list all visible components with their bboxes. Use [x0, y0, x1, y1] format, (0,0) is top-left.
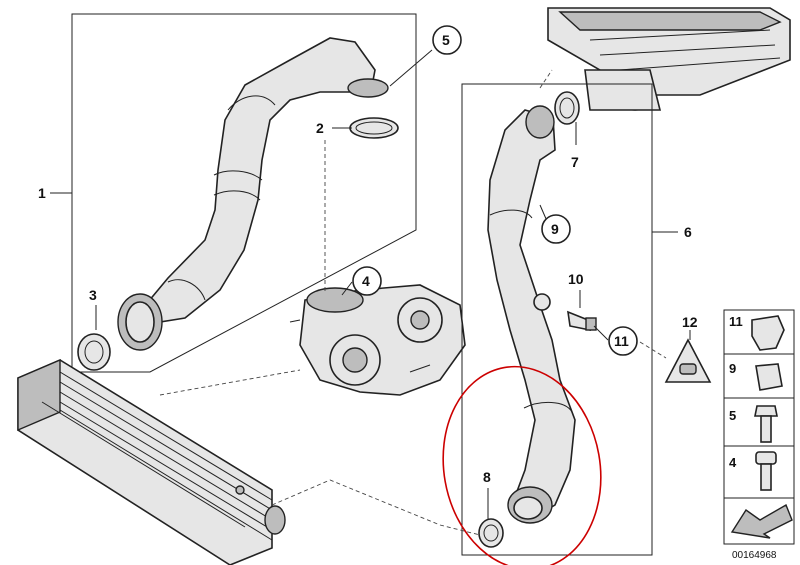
callout-8: 8: [483, 469, 491, 485]
legend-label-2: 5: [729, 408, 736, 423]
document-number: 00164968: [732, 550, 777, 561]
highlight-ellipse: [442, 365, 602, 565]
callout-6: 6: [684, 224, 692, 240]
charge-hose-1: [117, 37, 389, 351]
group-frame-1: [71, 13, 417, 373]
callout-10: 10: [568, 271, 584, 287]
hardware-legend: 11 9 5 4: [723, 309, 795, 545]
intercooler: [17, 358, 286, 565]
warning-label-12: [664, 338, 712, 383]
callouts: 1 2 3 5 4 6 7 9 10 11 12 8: [38, 25, 698, 485]
group-frame-6: [461, 83, 653, 556]
callout-4: 4: [362, 273, 370, 289]
seal-ring-8: [478, 518, 504, 548]
callout-7: 7: [571, 154, 579, 170]
clip-11-icon: [751, 315, 785, 351]
leader-lines: [50, 49, 691, 520]
legend-label-0: 11: [729, 314, 743, 329]
bolt-5-icon: [754, 405, 778, 443]
charge-hose-9: [487, 105, 576, 524]
clip-nut-9-icon: [755, 363, 783, 391]
sensor-10: [567, 310, 597, 332]
sensor-boss: [533, 293, 551, 311]
callout-2: 2: [316, 120, 324, 136]
callout-3: 3: [89, 287, 97, 303]
callout-11: 11: [614, 333, 629, 349]
callout-1: 1: [38, 185, 46, 201]
legend-label-3: 4: [729, 455, 737, 470]
turbocharger-4: [289, 284, 466, 396]
seal-ring-7: [554, 91, 580, 125]
screw-4-icon: [755, 451, 777, 491]
legend-label-1: 9: [729, 361, 736, 376]
seal-ring-2: [349, 117, 399, 139]
dashed-connectors: [159, 69, 553, 536]
callout-12: 12: [682, 314, 698, 330]
seal-ring-3: [77, 333, 111, 371]
callout-9: 9: [551, 221, 559, 237]
direction-arrow-icon: [730, 503, 793, 539]
callout-5: 5: [442, 32, 450, 48]
engine-block: [547, 7, 791, 111]
